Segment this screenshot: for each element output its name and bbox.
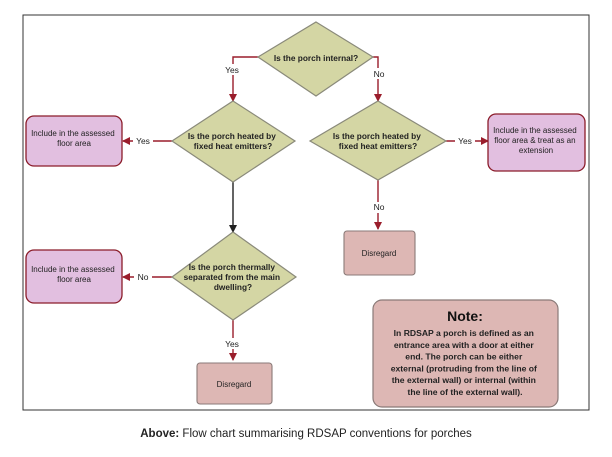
outcome-include-floor-area-1: Include in the assessed floor area xyxy=(25,115,123,167)
question-porch-internal: Is the porch internal? xyxy=(274,53,358,63)
edge-no-top xyxy=(373,56,382,102)
caption-text: Flow chart summarising RDSAP conventions… xyxy=(182,428,472,440)
outcome-include-2-line1: Include in the assessed xyxy=(31,265,115,274)
note-line-2: entrance area with a door at either xyxy=(394,340,535,350)
question-thermal-line1: Is the porch thermally xyxy=(189,262,276,272)
question-heated-right-line2: fixed heat emitters? xyxy=(339,141,417,151)
outcome-disregard-right-label: Disregard xyxy=(362,249,397,258)
note-line-5: the external wall) or internal (within xyxy=(392,375,536,385)
decision-heated-right: Is the porch heated by fixed heat emitte… xyxy=(308,100,448,181)
label-no-right-heated: No xyxy=(374,202,385,212)
note-line-4: external (protruding from the line of xyxy=(391,363,537,373)
svg-text:Is the porch heated by f: Is the porch heated by fixed heat emitte… xyxy=(188,131,278,151)
decision-thermally-separated: Is the porch thermally separated from th… xyxy=(170,231,298,321)
question-heated-right-line1: Is the porch heated by xyxy=(333,131,421,141)
decision-heated-left: Is the porch heated by fixed heat emitte… xyxy=(170,100,297,183)
svg-text:Is the porch heated by f: Is the porch heated by fixed heat emitte… xyxy=(333,131,423,151)
outcome-extension-line1: Include in the assessed xyxy=(493,126,577,135)
outcome-disregard-right: Disregard xyxy=(343,230,416,276)
figure-caption: Above: Flow chart summarising RDSAP conv… xyxy=(0,428,612,440)
edge-yes-top xyxy=(229,56,258,102)
outcome-disregard-bottom: Disregard xyxy=(196,362,273,405)
outcome-include-1-line1: Include in the assessed xyxy=(31,129,115,138)
question-heated-left-line2: fixed heat emitters? xyxy=(194,141,272,151)
question-thermal-line2: separated from the main xyxy=(184,272,280,282)
svg-text:Include in the assessed: Include in the assessed floor area xyxy=(31,265,117,284)
svg-text:Is the porch thermally s: Is the porch thermally separated from th… xyxy=(184,262,283,292)
decision-porch-internal: Is the porch internal? xyxy=(256,21,375,97)
outcome-include-floor-area-2: Include in the assessed floor area xyxy=(25,249,123,304)
note-title: Note: xyxy=(447,308,483,324)
outcome-extension-line3: extension xyxy=(519,146,553,155)
label-no-thermal: No xyxy=(138,272,149,282)
note-line-6: the line of the external wall). xyxy=(407,387,522,397)
label-yes-thermal: Yes xyxy=(225,339,239,349)
note-box: Note: In RDSAP a porch is defined as an … xyxy=(372,299,559,408)
label-yes-right-heated: Yes xyxy=(458,136,472,146)
outcome-extension-line2: floor area & treat as an xyxy=(494,136,575,145)
label-no-top: No xyxy=(374,69,385,79)
svg-text:Include in the assessed: Include in the assessed floor area xyxy=(31,129,117,148)
outcome-include-2-line2: floor area xyxy=(57,275,91,284)
outcome-disregard-bottom-label: Disregard xyxy=(217,380,252,389)
svg-text:Include in the assessed: Include in the assessed floor area & tre… xyxy=(493,126,579,155)
note-line-1: In RDSAP a porch is defined as an xyxy=(394,328,534,338)
note-line-3: end. The porch can be either xyxy=(405,352,523,362)
edge-labels: Yes No Yes Yes No No Yes xyxy=(133,64,475,349)
svg-text:In RDSAP a porch is defined as: In RDSAP a porch is defined as an entran… xyxy=(391,328,540,397)
caption-label: Above: xyxy=(140,428,180,440)
label-yes-top: Yes xyxy=(225,65,239,75)
label-yes-left-heated: Yes xyxy=(136,136,150,146)
outcome-include-1-line2: floor area xyxy=(57,139,91,148)
outcome-include-extension: Include in the assessed floor area & tre… xyxy=(487,113,586,172)
question-heated-left-line1: Is the porch heated by xyxy=(188,131,276,141)
question-thermal-line3: dwelling? xyxy=(214,282,252,292)
